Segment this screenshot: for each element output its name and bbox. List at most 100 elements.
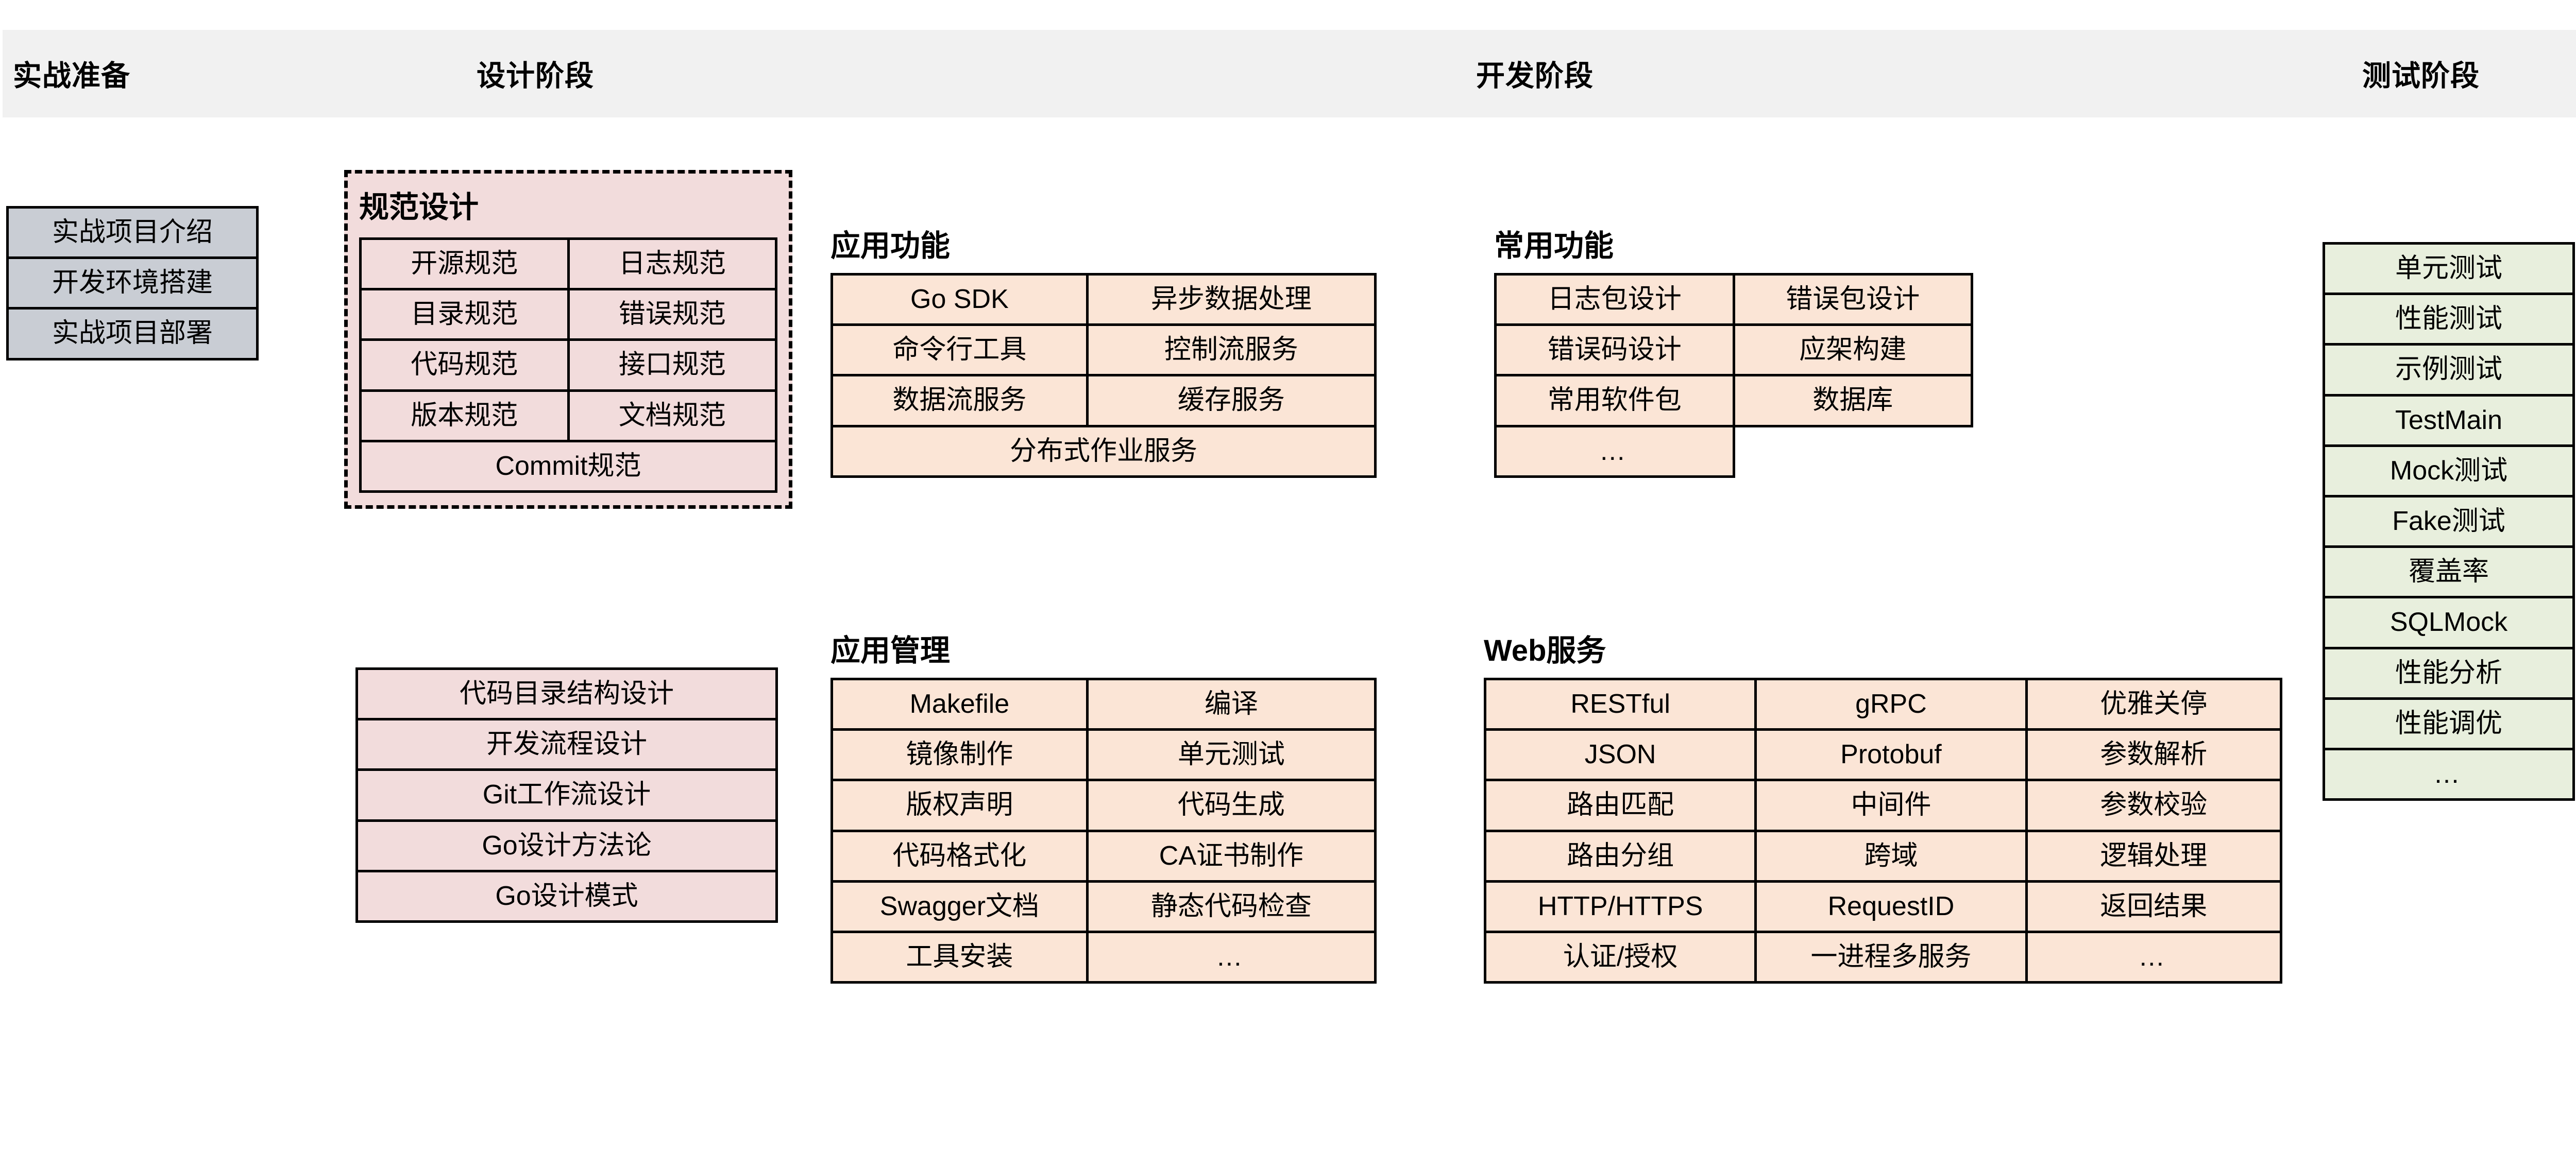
table-row[interactable]: 性能测试 bbox=[2323, 293, 2575, 346]
table-row[interactable]: Go SDK 异步数据处理 bbox=[831, 272, 1377, 327]
web-cell-4-1[interactable]: RequestID bbox=[1754, 880, 2028, 933]
test-item-2[interactable]: 示例测试 bbox=[2323, 343, 2575, 397]
web-cell-3-2[interactable]: 逻辑处理 bbox=[2025, 829, 2283, 883]
table-row[interactable]: 路由分组 跨域 逻辑处理 bbox=[1483, 829, 2283, 883]
appfn-cell-0-1[interactable]: 异步数据处理 bbox=[1086, 272, 1377, 327]
table-row[interactable]: 版权声明 代码生成 bbox=[831, 779, 1377, 832]
prep-item-0[interactable]: 实战项目介绍 bbox=[6, 205, 259, 260]
table-row[interactable]: 版本规范 文档规范 bbox=[359, 389, 777, 442]
appmg-cell-2-0[interactable]: 版权声明 bbox=[831, 779, 1089, 832]
comfn-cell-0-1[interactable]: 错误包设计 bbox=[1732, 272, 1973, 327]
appmg-cell-5-0[interactable]: 工具安装 bbox=[831, 930, 1089, 984]
prep-item-1[interactable]: 开发环境搭建 bbox=[6, 256, 259, 310]
test-item-0[interactable]: 单元测试 bbox=[2323, 242, 2575, 296]
test-item-7[interactable]: SQLMock bbox=[2323, 596, 2575, 649]
table-row[interactable]: Fake测试 bbox=[2323, 494, 2575, 548]
table-row[interactable]: 镜像制作 单元测试 bbox=[831, 728, 1377, 782]
web-cell-3-0[interactable]: 路由分组 bbox=[1483, 829, 1757, 883]
table-row[interactable]: Go设计模式 bbox=[355, 869, 778, 923]
web-cell-5-0[interactable]: 认证/授权 bbox=[1483, 930, 1757, 984]
table-row[interactable]: 开源规范 日志规范 bbox=[359, 237, 777, 291]
web-cell-4-0[interactable]: HTTP/HTTPS bbox=[1483, 880, 1757, 933]
table-row[interactable]: 数据流服务 缓存服务 bbox=[831, 374, 1377, 427]
spec-cell-commit[interactable]: Commit规范 bbox=[359, 439, 777, 493]
table-row[interactable]: … bbox=[2323, 747, 2575, 801]
table-row[interactable]: 代码规范 接口规范 bbox=[359, 338, 777, 392]
comfn-cell-2-0[interactable]: 常用软件包 bbox=[1494, 374, 1735, 427]
table-row[interactable]: 日志包设计 错误包设计 bbox=[1494, 272, 1973, 327]
table-row[interactable]: 代码格式化 CA证书制作 bbox=[831, 829, 1377, 883]
web-cell-0-2[interactable]: 优雅关停 bbox=[2025, 677, 2283, 731]
design-item-1[interactable]: 开发流程设计 bbox=[355, 718, 778, 771]
table-row[interactable]: 代码目录结构设计 bbox=[355, 667, 778, 721]
comfn-cell-0-0[interactable]: 日志包设计 bbox=[1494, 272, 1735, 327]
appmg-cell-3-0[interactable]: 代码格式化 bbox=[831, 829, 1089, 883]
comfn-cell-more[interactable]: … bbox=[1494, 424, 1735, 478]
table-row[interactable]: Go设计方法论 bbox=[355, 819, 778, 872]
appmg-cell-2-1[interactable]: 代码生成 bbox=[1086, 779, 1377, 832]
table-row[interactable]: Makefile 编译 bbox=[831, 677, 1377, 731]
test-item-4[interactable]: Mock测试 bbox=[2323, 444, 2575, 497]
spec-cell-0-1[interactable]: 日志规范 bbox=[567, 237, 777, 291]
appfn-cell-2-0[interactable]: 数据流服务 bbox=[831, 374, 1089, 427]
appmg-cell-4-0[interactable]: Swagger文档 bbox=[831, 880, 1089, 933]
appmg-cell-3-1[interactable]: CA证书制作 bbox=[1086, 829, 1377, 883]
web-cell-5-1[interactable]: 一进程多服务 bbox=[1754, 930, 2028, 984]
spec-cell-1-0[interactable]: 目录规范 bbox=[359, 288, 570, 341]
table-row[interactable]: 覆盖率 bbox=[2323, 545, 2575, 599]
web-cell-2-1[interactable]: 中间件 bbox=[1754, 779, 2028, 832]
table-row[interactable]: TestMain bbox=[2323, 393, 2575, 447]
table-row[interactable]: 单元测试 bbox=[2323, 242, 2575, 296]
web-cell-1-2[interactable]: 参数解析 bbox=[2025, 728, 2283, 782]
table-row[interactable]: 认证/授权 一进程多服务 … bbox=[1483, 930, 2283, 984]
table-row[interactable]: 性能分析 bbox=[2323, 646, 2575, 700]
table-row[interactable]: Commit规范 bbox=[359, 439, 777, 493]
table-row[interactable]: 目录规范 错误规范 bbox=[359, 288, 777, 341]
web-cell-1-0[interactable]: JSON bbox=[1483, 728, 1757, 782]
appmg-cell-5-1[interactable]: … bbox=[1086, 930, 1377, 984]
comfn-cell-1-1[interactable]: 应架构建 bbox=[1732, 323, 1973, 377]
web-cell-5-2[interactable]: … bbox=[2025, 930, 2283, 984]
test-item-3[interactable]: TestMain bbox=[2323, 393, 2575, 447]
table-row[interactable]: 实战项目部署 bbox=[6, 307, 259, 360]
web-cell-2-0[interactable]: 路由匹配 bbox=[1483, 779, 1757, 832]
table-row[interactable]: 错误码设计 应架构建 bbox=[1494, 323, 1973, 377]
appfn-cell-0-0[interactable]: Go SDK bbox=[831, 272, 1089, 327]
table-row[interactable]: 示例测试 bbox=[2323, 343, 2575, 397]
test-item-9[interactable]: 性能调优 bbox=[2323, 697, 2575, 750]
prep-item-2[interactable]: 实战项目部署 bbox=[6, 307, 259, 360]
web-cell-0-0[interactable]: RESTful bbox=[1483, 677, 1757, 731]
appmg-cell-1-1[interactable]: 单元测试 bbox=[1086, 728, 1377, 782]
table-row[interactable]: … bbox=[1494, 424, 1972, 478]
appfn-cell-1-0[interactable]: 命令行工具 bbox=[831, 323, 1089, 377]
spec-cell-2-1[interactable]: 接口规范 bbox=[567, 338, 777, 392]
design-item-3[interactable]: Go设计方法论 bbox=[355, 819, 778, 872]
design-item-4[interactable]: Go设计模式 bbox=[355, 869, 778, 923]
appfn-cell-distributed[interactable]: 分布式作业服务 bbox=[831, 424, 1377, 478]
test-item-5[interactable]: Fake测试 bbox=[2323, 494, 2575, 548]
table-row[interactable]: Git工作流设计 bbox=[355, 768, 778, 822]
spec-cell-0-0[interactable]: 开源规范 bbox=[359, 237, 570, 291]
table-row[interactable]: 工具安装 … bbox=[831, 930, 1377, 984]
table-row[interactable]: HTTP/HTTPS RequestID 返回结果 bbox=[1483, 880, 2283, 933]
table-row[interactable]: 路由匹配 中间件 参数校验 bbox=[1483, 779, 2283, 832]
appfn-cell-2-1[interactable]: 缓存服务 bbox=[1086, 374, 1377, 427]
table-row[interactable]: Swagger文档 静态代码检查 bbox=[831, 880, 1377, 933]
spec-cell-3-0[interactable]: 版本规范 bbox=[359, 389, 570, 442]
spec-cell-3-1[interactable]: 文档规范 bbox=[567, 389, 777, 442]
table-row[interactable]: 开发流程设计 bbox=[355, 718, 778, 771]
appfn-cell-1-1[interactable]: 控制流服务 bbox=[1086, 323, 1377, 377]
test-item-1[interactable]: 性能测试 bbox=[2323, 293, 2575, 346]
spec-cell-2-0[interactable]: 代码规范 bbox=[359, 338, 570, 392]
web-cell-4-2[interactable]: 返回结果 bbox=[2025, 880, 2283, 933]
test-item-10[interactable]: … bbox=[2323, 747, 2575, 801]
table-row[interactable]: 常用软件包 数据库 bbox=[1494, 374, 1973, 427]
table-row[interactable]: 性能调优 bbox=[2323, 697, 2575, 750]
test-item-8[interactable]: 性能分析 bbox=[2323, 646, 2575, 700]
appmg-cell-1-0[interactable]: 镜像制作 bbox=[831, 728, 1089, 782]
test-item-6[interactable]: 覆盖率 bbox=[2323, 545, 2575, 599]
table-row[interactable]: 实战项目介绍 bbox=[6, 205, 259, 260]
web-cell-1-1[interactable]: Protobuf bbox=[1754, 728, 2028, 782]
spec-cell-1-1[interactable]: 错误规范 bbox=[567, 288, 777, 341]
appmg-cell-0-0[interactable]: Makefile bbox=[831, 677, 1089, 731]
